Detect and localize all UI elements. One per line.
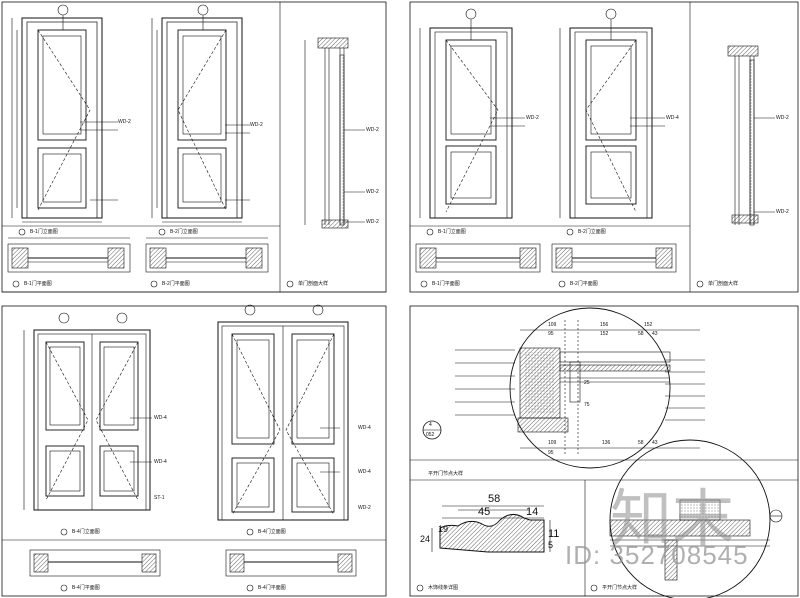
title-p1-e: 单门剖面大样 [298,281,329,287]
dim-bottom-0: 109 [548,440,557,446]
title-p4-c: 平开门节点大样 [602,585,638,591]
tag-wd4: WD-4 [666,115,679,121]
tag-wd4: WD-4 [154,415,167,421]
watermark-brand: 知末 [610,485,735,554]
dim-bottom-4: 43 [652,440,658,446]
title-p4-b: 木饰线条详图 [428,585,459,591]
molding-h2: 19 [438,524,449,534]
door-section-b [727,45,775,226]
title-p2-e: 单门剖面大样 [708,281,739,287]
title-p3-c: B-4门平面图 [72,585,100,591]
dim-bottom-2: 136 [602,440,611,446]
title-p2-b: B-2门立面图 [578,229,606,235]
tag-wd2: WD-2 [118,119,131,125]
dim-side: 75 [584,402,590,408]
double-door-plan-2 [225,549,357,577]
molding-w3: 14 [526,506,539,518]
tag-wd4: WD-4 [358,469,371,475]
tag-wd2: WD-2 [526,115,539,121]
title-p2-c: B-1门平面图 [432,281,460,287]
molding-h1: 24 [420,534,431,544]
dim-top-3: 152 [644,322,653,328]
title-p3-b: B-4门立面图 [258,529,286,535]
tag-wd2: WD-2 [366,189,379,195]
door-plan-b2-b [551,243,677,273]
door-elevation-b1-b [419,8,513,219]
watermark-id: ID: 352708545 [565,540,749,570]
dim-top-1: 95 [548,331,554,337]
molding-h4: 5 [548,540,554,550]
dim-top-2: 156 [600,322,609,328]
title-p4-a: 平开门节点大样 [428,471,464,477]
double-door-plan-1 [29,549,161,577]
title-p3-d: B-4门平面图 [258,585,286,591]
double-door-elevation-2 [217,304,349,521]
title-p3-a: B-4门立面图 [72,529,100,535]
panel-bottom-right [409,305,799,598]
dim-bottom-3: 58 [638,440,644,446]
molding-w2: 45 [478,506,491,518]
molding-h3: 11 [548,528,560,540]
hinge-detail-callout [509,307,700,469]
panel-top-left [1,1,387,293]
detail-number: 4 [429,422,432,428]
hinge-detail-lower [609,439,771,598]
panel-top-right [409,1,799,293]
door-elevation-b2 [151,4,243,223]
door-section [304,37,365,229]
door-elevation-b1 [11,4,103,223]
molding-profile [431,505,551,553]
dim-top-5: 43 [652,331,658,337]
tag-wd2: WD-2 [776,209,789,215]
title-p1-b: B-2门立面图 [170,229,198,235]
tag-wd4: WD-4 [154,459,167,465]
door-plan-b2 [145,237,269,273]
panel-bottom-left [1,304,387,597]
door-plan-b1 [7,237,131,273]
door-plan-b1-b [415,243,541,273]
detail-sheet: 052 [426,432,435,438]
title-p2-a: B-1门立面图 [438,229,466,235]
title-p2-d: B-2门平面图 [570,281,598,287]
tag-wd2: WD-2 [358,505,371,511]
molding-w1: 58 [488,493,501,505]
dim-top-0: 109 [548,322,557,328]
tag-st1: ST-1 [154,495,165,501]
double-door-elevation-1 [23,312,151,511]
dim-bottom-1: 95 [548,450,554,456]
tag-wd2: WD-2 [366,219,379,225]
dim-top-4: 58 [638,331,644,337]
tag-wd2: WD-2 [250,122,263,128]
dim-side2: 25 [584,380,590,386]
title-p1-c: B-1门平面图 [24,281,52,287]
tag-wd4: WD-4 [358,425,371,431]
dim-top2: 152 [600,331,609,337]
title-p1-a: B-1门立面图 [30,229,58,235]
door-elevation-b2-b [559,8,653,219]
tag-wd2: WD-2 [776,115,789,121]
title-p1-d: B-2门平面图 [162,281,190,287]
tag-wd2: WD-2 [366,127,379,133]
